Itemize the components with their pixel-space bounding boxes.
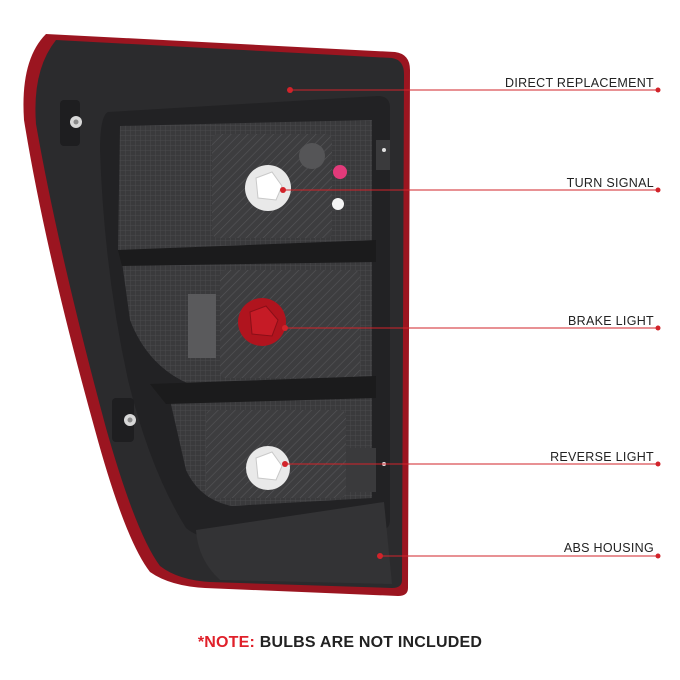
leader-reverse-light (282, 461, 661, 467)
brake-light-socket (238, 298, 286, 346)
turn-signal-socket (245, 165, 291, 211)
label-turn-signal: TURN SIGNAL (566, 176, 654, 190)
divider-lower (150, 376, 376, 404)
mounting-stud-upper (60, 100, 82, 146)
right-clip-lower (346, 448, 386, 492)
note-prefix: *NOTE: (197, 634, 256, 651)
callout-leader-lines (280, 87, 661, 559)
label-brake-light: BRAKE LIGHT (568, 314, 654, 328)
divider-upper (118, 240, 376, 266)
mounting-stud-lower (112, 398, 136, 442)
leader-direct-replacement (287, 87, 661, 93)
label-direct-replacement: DIRECT REPLACEMENT (505, 76, 654, 90)
right-clip-upper (376, 140, 390, 170)
pink-connector (333, 165, 347, 179)
label-reverse-light: REVERSE LIGHT (550, 450, 654, 464)
leader-turn-signal (280, 187, 661, 193)
leader-brake-light (282, 325, 661, 331)
leader-abs-housing (377, 553, 661, 559)
reverse-light-socket (246, 446, 290, 490)
brake-light-reflector (220, 270, 360, 378)
abs-housing-flange (196, 502, 392, 584)
vent-plug (299, 143, 325, 169)
note-text: BULBS ARE NOT INCLUDED (259, 634, 483, 651)
bulbs-not-included-note: *NOTE: BULBS ARE NOT INCLUDED (0, 634, 680, 652)
white-connector (332, 198, 344, 210)
mount-tab (188, 294, 216, 358)
label-abs-housing: ABS HOUSING (563, 541, 654, 555)
